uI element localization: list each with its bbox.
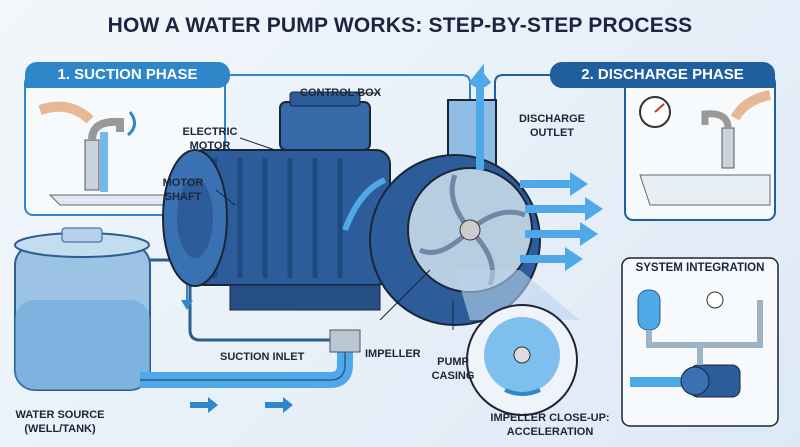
faucet-icon: [38, 101, 182, 206]
control-box: [279, 101, 371, 151]
flow-arrows: [181, 282, 293, 413]
suction-small-pipe: [150, 258, 342, 350]
page-title: HOW A WATER PUMP WORKS: STEP-BY-STEP PRO…: [107, 14, 693, 37]
pressure-gauge-icon: [639, 96, 671, 128]
discharge-phase-tab: 2. DISCHARGE PHASE: [550, 62, 775, 88]
discharge-arrows: [520, 172, 603, 271]
label-electric-motor: ELECTRIC MOTOR: [182, 126, 238, 152]
label-water-source: WATER SOURCE (WELL/TANK): [15, 409, 105, 435]
impeller-closeup: [466, 304, 578, 416]
label-discharge-outlet: DISCHARGE OUTLET: [518, 113, 585, 139]
discharge-flow-line: [494, 74, 550, 110]
label-impeller-closeup: IMPELLER CLOSE-UP: ACCELERATION: [490, 412, 610, 438]
system-integration-diagram: [630, 289, 763, 398]
system-integration-title: SYSTEM INTEGRATION: [635, 262, 765, 274]
label-control-box: CONTROL BOX: [300, 87, 382, 99]
water-tank: [14, 227, 151, 391]
label-motor-shaft: MOTOR SHAFT: [162, 177, 204, 203]
label-impeller: IMPELLER: [365, 348, 421, 360]
suction-phase-tab: 1. SUCTION PHASE: [25, 62, 230, 88]
label-pump-casing: PUMP CASING: [431, 356, 475, 382]
label-suction-inlet: SUCTION INLET: [220, 351, 305, 363]
faucet-icon: [639, 90, 772, 206]
